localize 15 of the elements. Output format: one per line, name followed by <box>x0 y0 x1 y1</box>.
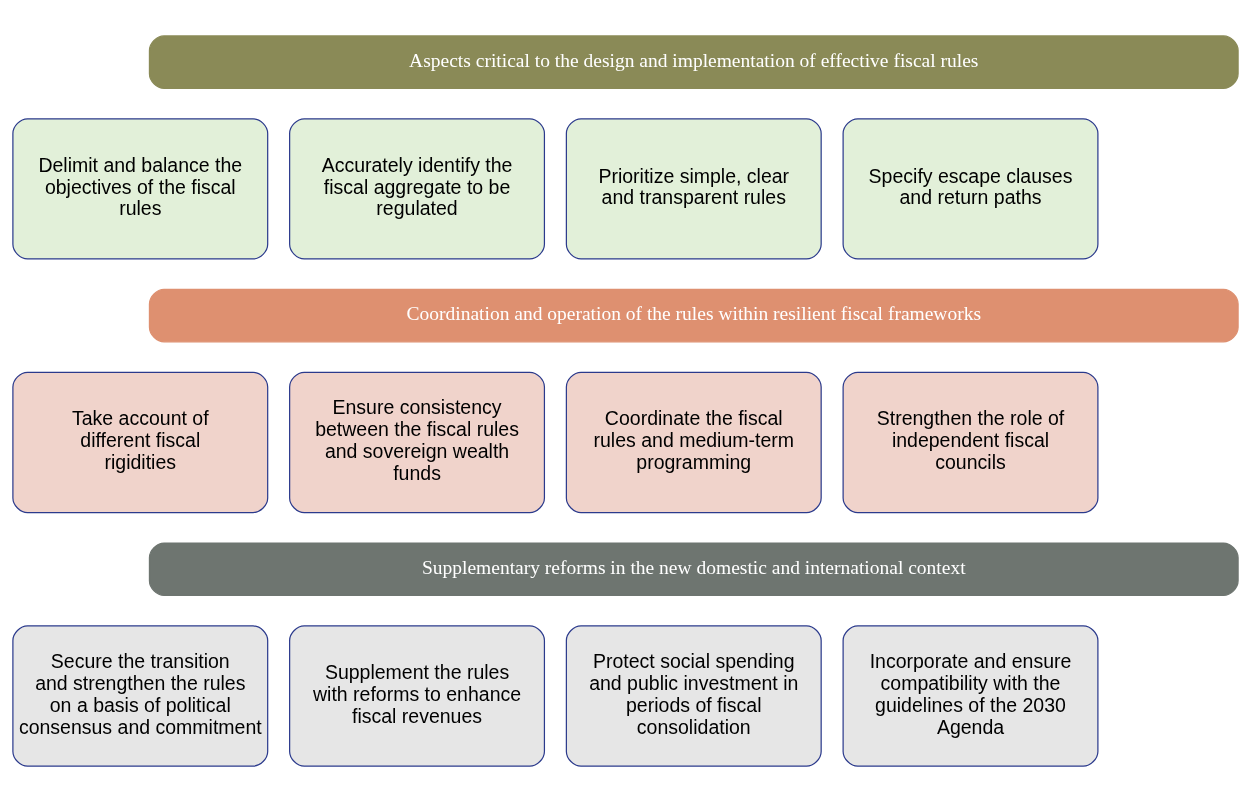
node-box: Prioritize simple, clear and transparent rules <box>565 117 822 260</box>
node-box: Coordinate the fiscal rules and medium-term programming <box>565 371 822 513</box>
node-box: Protect social spending and public investment in periods of fiscal consolidation <box>565 624 822 767</box>
node-box: Accurately identify the fiscal aggregate to be regulated <box>289 117 546 260</box>
node-box: Incorporate and ensure compatibility with the guidelines of the 2030 Agenda <box>842 624 1099 767</box>
node-box: Supplementary reforms in the new domestic and international context <box>148 541 1239 596</box>
node-box: Secure the transition and strengthen the rules on a basis of political consensus and commitment <box>12 624 269 767</box>
node-box: Strengthen the role of independent fiscal councils <box>842 371 1099 513</box>
node-box: Coordination and operation of the rules within resilient fiscal frameworks <box>148 288 1239 342</box>
node-box: Aspects critical to the design and implementation of effective fiscal rules <box>148 34 1239 89</box>
node-box: Take account of different fiscal rigidities <box>12 371 269 513</box>
node-box: Specify escape clauses and return paths <box>842 117 1099 260</box>
node-box: Ensure consistency between the fiscal rules and sovereign wealth funds <box>289 371 546 513</box>
node-box: Delimit and balance the objectives of the fiscal rules <box>12 117 269 260</box>
node-box: Supplement the rules with reforms to enhance fiscal revenues <box>289 624 546 767</box>
